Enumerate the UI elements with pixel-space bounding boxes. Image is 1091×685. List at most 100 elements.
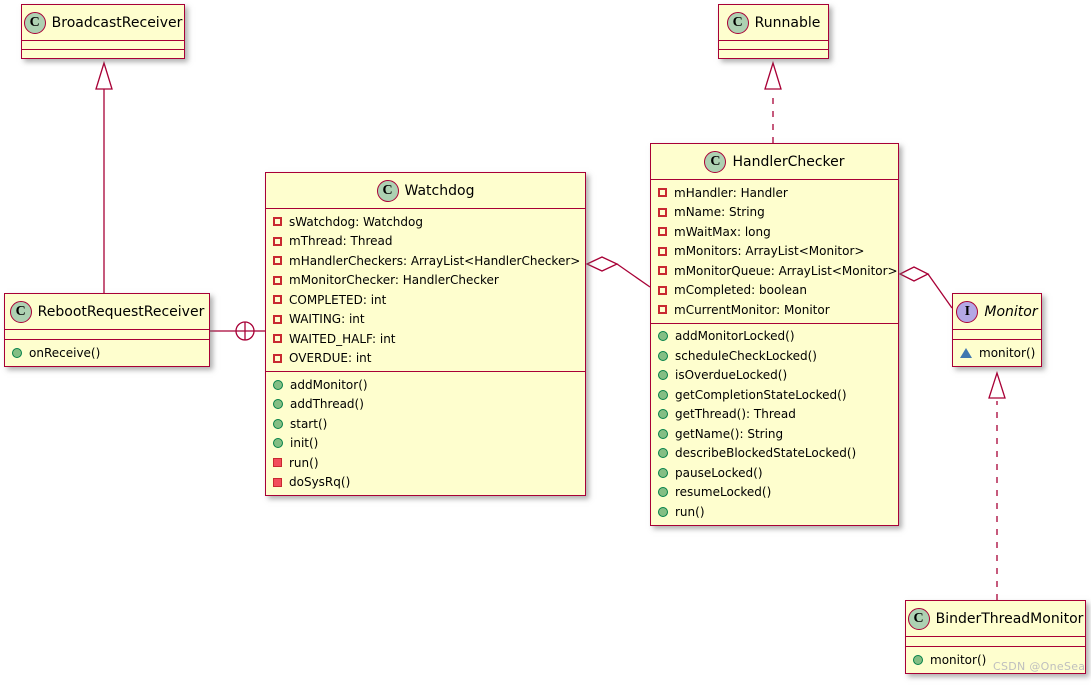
field-row: sWatchdog: Watchdog [266,212,585,232]
private-field-icon [273,256,282,266]
method-row: addMonitor() [266,375,585,395]
method-row: start() [266,414,585,434]
private-field-icon [273,236,282,246]
field-row: mMonitorChecker: HandlerChecker [266,271,585,291]
method-row: run() [651,502,898,522]
class-title: C BroadcastReceiver [22,5,184,41]
innerclass-watchdog-rebootrequestreceiver [210,321,265,341]
public-method-icon [273,379,283,390]
method-row: addThread() [266,395,585,415]
method-row: resumeLocked() [651,483,898,503]
methods-compartment: monitor() [906,647,1085,673]
method-row: pauseLocked() [651,463,898,483]
field-text: COMPLETED: int [289,292,387,307]
field-text: mMonitors: ArrayList<Monitor> [674,244,865,259]
class-handlerchecker: C HandlerChecker mHandler: Handler mName… [650,143,899,526]
method-text: addMonitor() [290,377,368,392]
methods-compartment: addMonitor() addThread() start() init() … [266,372,585,495]
field-row: mMonitors: ArrayList<Monitor> [651,242,898,262]
hollow-triangle-arrow-icon [764,60,782,90]
private-field-icon [273,275,282,285]
public-method-icon [658,428,668,439]
methods-compartment: addMonitorLocked() scheduleCheckLocked()… [651,324,898,525]
private-field-icon [658,305,667,315]
aggregation-watchdog-handlerchecker [585,256,651,288]
field-text: mName: String [674,205,765,220]
field-row: mHandlerCheckers: ArrayList<HandlerCheck… [266,251,585,271]
field-text: mWaitMax: long [674,224,771,239]
private-field-icon [658,246,667,256]
class-spot-icon: C [9,300,32,323]
method-text: getThread(): Thread [675,407,796,422]
class-spot-icon: C [907,607,930,630]
class-spot-icon: C [376,179,399,202]
method-text: scheduleCheckLocked() [675,348,817,363]
field-text: mThread: Thread [289,234,393,249]
field-row: COMPLETED: int [266,290,585,310]
method-text: addThread() [290,397,364,412]
field-row: mThread: Thread [266,232,585,252]
hollow-diamond-icon [898,266,930,282]
method-text: start() [290,416,328,431]
method-row: init() [266,434,585,454]
methods-compartment [22,50,184,58]
method-row: scheduleCheckLocked() [651,346,898,366]
methods-compartment: onReceive() [5,340,209,366]
class-spot-icon: C [23,11,46,34]
class-runnable: C Runnable [718,4,829,59]
field-row: mCompleted: boolean [651,281,898,301]
field-row: WAITING: int [266,310,585,330]
method-text: pauseLocked() [675,465,763,480]
class-title: C Watchdog [266,173,585,209]
method-text: run() [675,504,705,519]
public-method-icon [658,506,668,517]
class-name: RebootRequestReceiver [37,303,205,320]
fields-compartment [22,41,184,50]
hollow-triangle-arrow-icon [95,60,113,90]
class-name: BinderThreadMonitor [935,610,1084,627]
method-text: init() [290,436,319,451]
method-text: onReceive() [29,345,101,360]
class-title: C RebootRequestReceiver [5,294,209,330]
private-field-icon [658,266,667,276]
method-row: isOverdueLocked() [651,366,898,386]
class-watchdog: C Watchdog sWatchdog: Watchdog mThread: … [265,172,586,496]
class-binderthreadmonitor: C BinderThreadMonitor monitor() [905,600,1086,674]
field-row: mMonitorQueue: ArrayList<Monitor> [651,261,898,281]
public-method-icon [658,409,668,420]
field-text: sWatchdog: Watchdog [289,214,423,229]
method-text: describeBlockedStateLocked() [675,446,857,461]
private-method-icon [273,458,282,468]
class-broadcastreceiver: C BroadcastReceiver [21,4,185,59]
class-spot-icon: C [704,150,727,173]
private-field-icon [273,314,282,324]
fields-compartment [953,330,1041,340]
method-row: getThread(): Thread [651,405,898,425]
public-method-icon [658,350,668,361]
methods-compartment: monitor() [953,340,1041,366]
method-text: getCompletionStateLocked() [675,387,847,402]
method-row: getCompletionStateLocked() [651,385,898,405]
extends-rebootrequestreceiver-broadcastreceiver [95,60,113,293]
field-text: WAITING: int [289,312,365,327]
private-field-icon [658,285,667,295]
hollow-triangle-arrow-icon [988,370,1006,399]
public-method-icon [658,487,668,498]
method-row: addMonitorLocked() [651,327,898,347]
method-row: monitor() [953,343,1041,363]
class-name: Monitor [984,303,1038,320]
implements-binderthreadmonitor-monitor [988,370,1006,600]
class-name: BroadcastReceiver [51,14,183,31]
fields-compartment [5,330,209,340]
field-row: mHandler: Handler [651,183,898,203]
class-title: C BinderThreadMonitor [906,601,1085,637]
method-row: run() [266,453,585,473]
public-method-icon [273,438,283,449]
method-row: describeBlockedStateLocked() [651,444,898,464]
field-text: WAITED_HALF: int [289,331,396,346]
class-title: C Runnable [719,5,828,41]
fields-compartment [906,637,1085,647]
aggregation-handlerchecker-monitor [898,266,953,309]
public-method-icon [658,389,668,400]
method-text: monitor() [979,345,1036,360]
